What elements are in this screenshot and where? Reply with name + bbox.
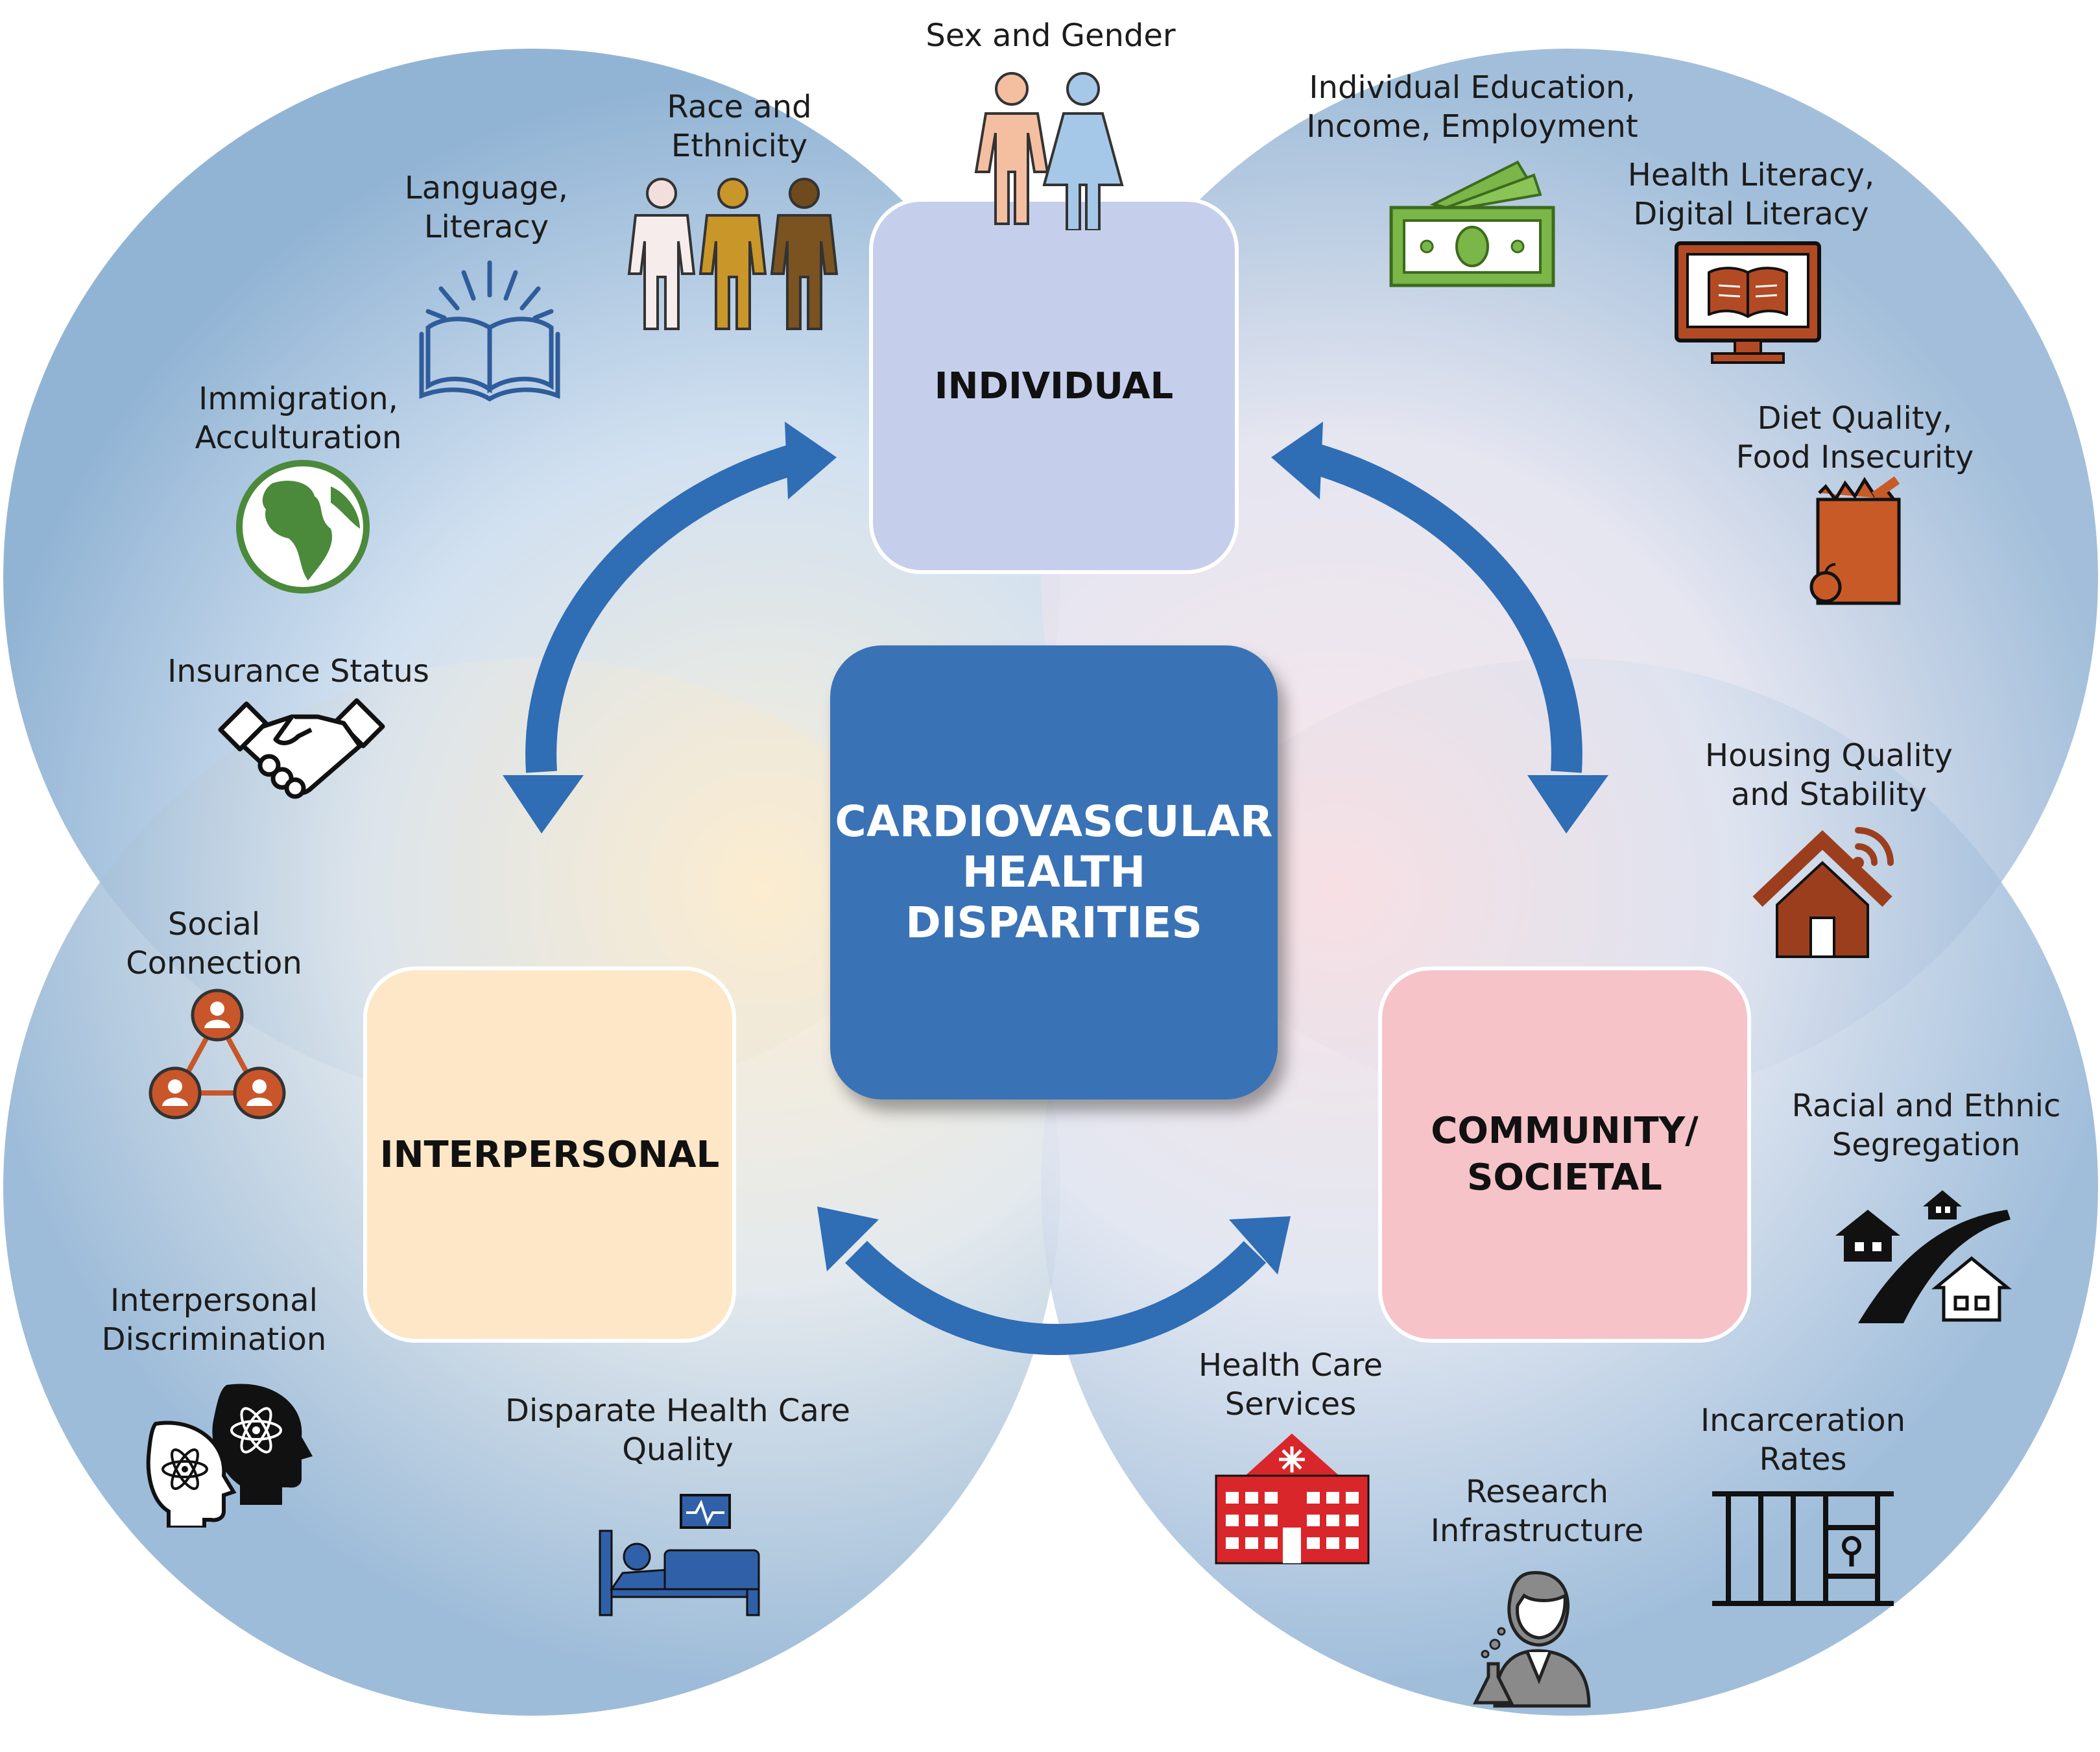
jail-bars-icon bbox=[1712, 1491, 1894, 1606]
center-box: CARDIOVASCULAR HEALTH DISPARITIES bbox=[830, 645, 1278, 1099]
label-sex-gender: Sex and Gender bbox=[925, 18, 1176, 54]
community-label-line1: COMMUNITY/ bbox=[1431, 1110, 1699, 1152]
arrowhead-right-up bbox=[1271, 422, 1323, 499]
center-title-line1: CARDIOVASCULAR bbox=[835, 797, 1273, 846]
heads-atom-icon bbox=[146, 1384, 313, 1528]
arrow-interpersonal-community bbox=[845, 1241, 1267, 1355]
arrowhead-right-down bbox=[1527, 775, 1608, 834]
arrow-individual-community bbox=[1306, 442, 1582, 773]
center-title-line2: HEALTH bbox=[962, 847, 1146, 897]
open-book-icon bbox=[419, 260, 560, 402]
handshake-icon bbox=[218, 698, 385, 799]
interpersonal-box: INTERPERSONAL bbox=[363, 966, 736, 1343]
grocery-bag-icon bbox=[1809, 477, 1901, 605]
interpersonal-label: INTERPERSONAL bbox=[379, 1133, 720, 1176]
label-insurance-status: Insurance Status bbox=[167, 653, 429, 690]
label-language-literacy: Language,Literacy bbox=[404, 170, 569, 245]
arrowhead-bottom-right bbox=[1229, 1216, 1291, 1275]
three-people-icon bbox=[627, 178, 839, 330]
label-diet-food: Diet Quality,Food Insecurity bbox=[1736, 400, 1974, 475]
label-immigration: Immigration,Acculturation bbox=[195, 381, 402, 456]
hospital-building-icon bbox=[1215, 1434, 1370, 1565]
individual-label: INDIVIDUAL bbox=[934, 365, 1174, 407]
arrow-individual-interpersonal bbox=[525, 442, 805, 773]
network-people-icon bbox=[149, 989, 286, 1120]
community-label-line2: SOCIETAL bbox=[1466, 1157, 1662, 1199]
money-bill-icon bbox=[1389, 160, 1555, 287]
monitor-book-icon bbox=[1675, 241, 1821, 364]
arrowhead-left-up bbox=[785, 422, 837, 499]
road-houses-icon bbox=[1835, 1190, 2012, 1323]
man-woman-icon bbox=[974, 72, 1124, 230]
scientist-icon bbox=[1472, 1571, 1591, 1708]
community-box: COMMUNITY/ SOCIETAL bbox=[1378, 966, 1751, 1343]
label-education-income: Individual Education,Income, Employment bbox=[1306, 69, 1638, 145]
individual-box: INDIVIDUAL bbox=[869, 198, 1239, 574]
center-title-line3: DISPARITIES bbox=[905, 898, 1202, 948]
label-health-literacy: Health Literacy,Digital Literacy bbox=[1627, 157, 1875, 232]
arrowhead-bottom-left bbox=[817, 1206, 879, 1271]
hospital-bed-icon bbox=[599, 1494, 760, 1616]
globe-icon bbox=[236, 460, 370, 594]
smart-house-icon bbox=[1752, 827, 1894, 958]
arrowhead-left-down bbox=[503, 775, 584, 834]
